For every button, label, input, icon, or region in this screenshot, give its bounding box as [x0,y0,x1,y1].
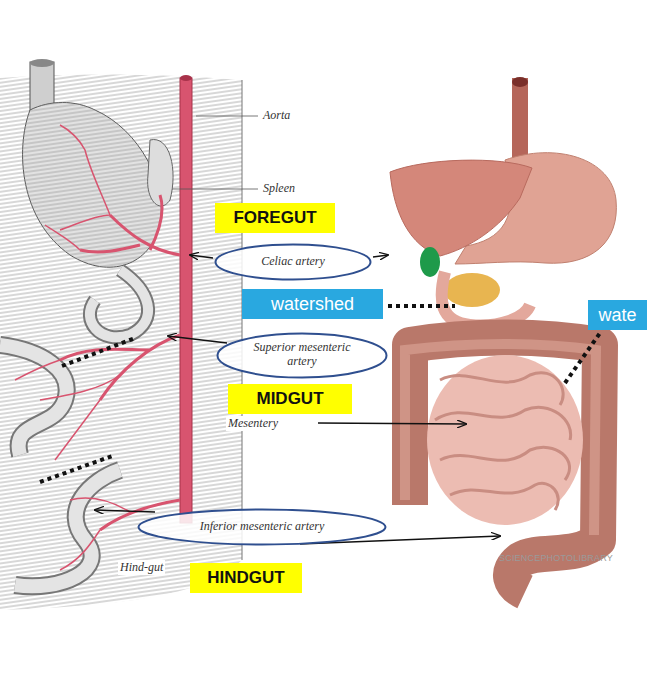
intestine-coils [435,373,571,510]
region-tag: HINDGUT [190,563,302,593]
digestive-system [390,77,616,592]
liver [390,160,532,256]
dotted-line [62,338,135,366]
duodenum [90,270,148,337]
region-name: wate [598,305,636,326]
stomach [23,103,162,268]
celiac-branches [80,195,180,255]
artery-name: Inferior mesenteric artery [200,520,325,534]
ellipse-outline [216,245,371,280]
pointer-arrow [318,423,466,424]
dotted-line [388,304,455,308]
region-name: FOREGUT [233,208,316,228]
sma-twigs [15,360,120,460]
esophagus-top [512,77,528,87]
dotted-line [565,333,600,383]
part-label: Mesentery [226,416,280,431]
artery-ellipse: Superior mesenteric artery [216,332,388,379]
part-label: Aorta [261,108,292,123]
duodenum-inner [90,270,148,337]
region-name: MIDGUT [256,389,323,409]
part-label: Hind-gut [118,560,165,575]
region-tag: MIDGUT [228,384,352,414]
artery-name: Superior mesenteric artery [242,341,362,369]
pointer-arrow [373,255,388,257]
aorta-top [180,75,192,81]
celiac-twigs [45,125,110,250]
ellipse-outline [218,333,387,377]
watermark: SCIENCEPHOTOLIBRARY [497,553,615,563]
gallbladder [420,247,440,277]
duodenum [442,272,530,326]
artery-name: Celiac artery [261,255,325,269]
leader-line [172,189,258,190]
sma-branches [60,335,180,400]
ellipse-outline [139,510,386,545]
artery-ellipse: Inferior mesenteric artery [137,508,387,546]
pointer-arrow [168,336,227,343]
colon-sheen [405,344,596,535]
leader-line [196,116,258,117]
small-intestine [427,355,583,525]
watershed-lines [40,306,600,482]
stomach-hatch [23,103,162,268]
part-label: Spleen [261,181,297,196]
region-name: HINDGUT [207,568,284,588]
pancreas [444,273,500,307]
esophagus-top [30,59,54,67]
pointer-arrow [95,510,155,512]
region-tag: FOREGUT [215,203,335,233]
dotted-line [40,455,115,482]
pointer-arrows [95,255,500,544]
aorta [180,78,192,523]
watershed-tag: watershed [242,289,383,319]
pointer-arrow [190,255,213,258]
artery-ellipse: Celiac artery [214,243,372,281]
region-name: watershed [271,294,354,315]
plate-frame [242,80,243,560]
watershed-tag: wate [588,300,647,330]
